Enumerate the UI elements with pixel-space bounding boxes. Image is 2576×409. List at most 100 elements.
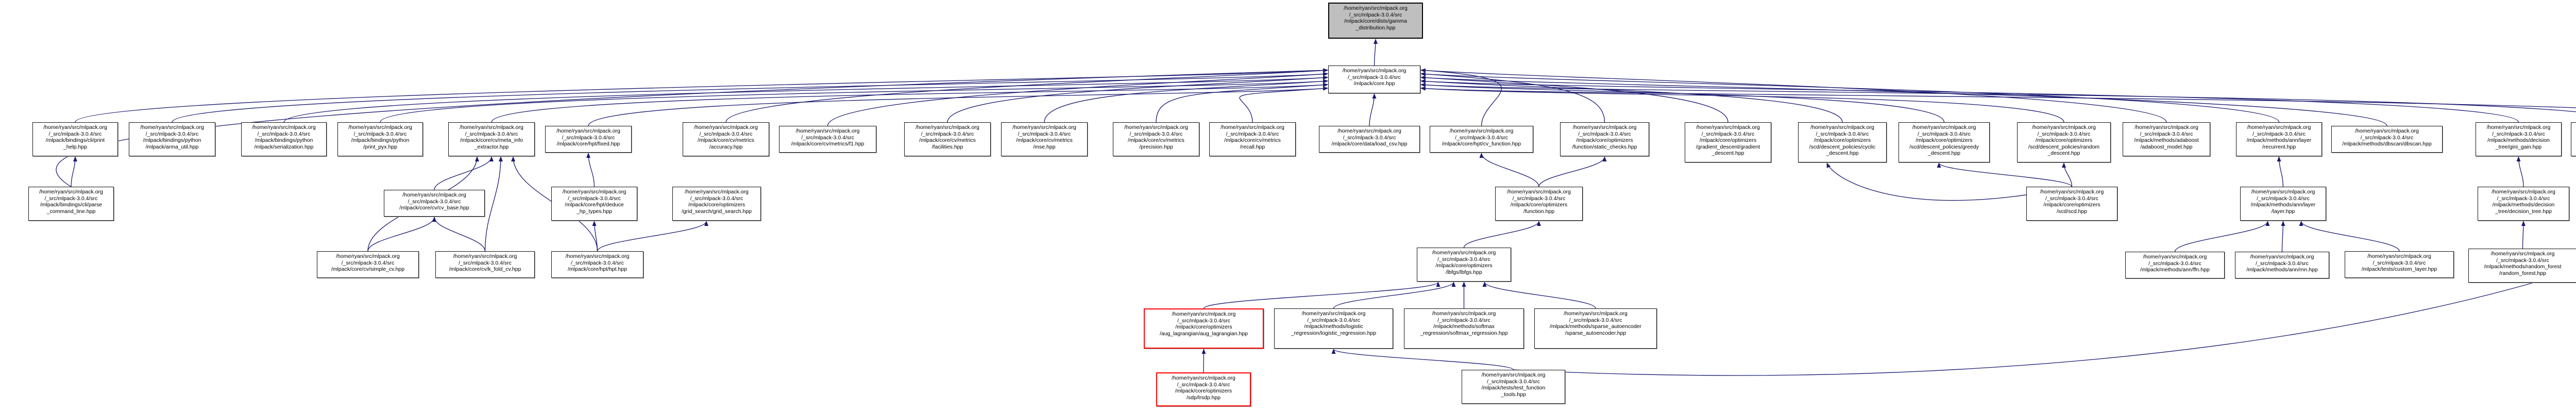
include-edge-f1-to-core [827, 72, 1328, 126]
graph-node-rnn[interactable]: /home/ryan/src/mlpack.org/_src/mlpack-3.… [2235, 252, 2329, 279]
node-label-line: /mlpack/bindings/cli/print [45, 137, 105, 143]
graph-node-mse[interactable]: /home/ryan/src/mlpack.org/_src/mlpack-3.… [1001, 122, 1088, 156]
node-label-line: /home/ryan/src/mlpack.org [795, 128, 860, 134]
graph-node-lrsdp[interactable]: /home/ryan/src/mlpack.org/_src/mlpack-3.… [1156, 372, 1251, 406]
include-edge-arma_util-to-core [172, 72, 1328, 123]
graph-node-meta-info[interactable]: /home/ryan/src/mlpack.org/_src/mlpack-3.… [448, 122, 535, 156]
include-edge-accuracy-to-core [725, 68, 1328, 123]
node-label-line: /mlpack/core/optimizers [2035, 137, 2093, 143]
include-edge-aug_lagrangian-to-lbfgs [1203, 282, 1440, 309]
graph-node-ffn[interactable]: /home/ryan/src/mlpack.org/_src/mlpack-3.… [2125, 252, 2225, 279]
node-label-line: /home/ryan/src/mlpack.org [1337, 128, 1401, 134]
node-label-line: /mlpack/tests/custom_layer.hpp [2361, 266, 2437, 272]
node-label-line: /home/ryan/src/mlpack.org [2040, 189, 2104, 195]
graph-node-hpt[interactable]: /home/ryan/src/mlpack.org/_src/mlpack-3.… [551, 251, 643, 278]
node-label-line: /_src/mlpack-3.0.4/src [353, 130, 407, 137]
graph-node-cv-function[interactable]: /home/ryan/src/mlpack.org/_src/mlpack-3.… [1430, 126, 1533, 153]
graph-node-cyclic-descent[interactable]: /home/ryan/src/mlpack.org/_src/mlpack-3.… [1798, 122, 1887, 162]
node-label-line: /home/ryan/src/mlpack.org [556, 128, 620, 134]
graph-node-static-checks[interactable]: /home/ryan/src/mlpack.org/_src/mlpack-3.… [1560, 122, 1649, 156]
graph-node-deduce-hp[interactable]: /home/ryan/src/mlpack.org/_src/mlpack-3.… [551, 187, 637, 221]
node-label-line: /_src/mlpack-3.0.4/src [145, 130, 199, 137]
node-label-line: _help.hpp [63, 143, 88, 150]
node-label-line: /_src/mlpack-3.0.4/src [341, 259, 395, 266]
graph-node-dbscan[interactable]: /home/ryan/src/mlpack.org/_src/mlpack-3.… [2331, 126, 2443, 153]
include-edge-py_serialization-to-core [283, 75, 1328, 123]
node-label-line: _regression/softmax_regression.hpp [1420, 330, 1508, 336]
node-label-line: /random_forest.hpp [2499, 270, 2547, 276]
node-label-line: /_src/mlpack-3.0.4/src [2037, 130, 2091, 137]
graph-node-test-function-tools[interactable]: /home/ryan/src/mlpack.org/_src/mlpack-3.… [1462, 370, 1565, 404]
include-edge-dbscan-to-core [1420, 75, 2387, 126]
node-label-line: /_src/mlpack-3.0.4/src [1701, 130, 1755, 137]
node-label-line: /_src/mlpack-3.0.4/src [1578, 130, 1631, 137]
graph-node-decision-tree[interactable]: /home/ryan/src/mlpack.org/_src/mlpack-3.… [2478, 187, 2569, 221]
node-label-line: /home/ryan/src/mlpack.org [685, 189, 749, 195]
graph-node-greedy-descent[interactable]: /home/ryan/src/mlpack.org/_src/mlpack-3.… [1899, 122, 1990, 162]
node-label-line: /lbfgs/lbfgs.hpp [1446, 269, 1482, 275]
node-label-line: /home/ryan/src/mlpack.org [460, 124, 523, 130]
node-label-line: /mlpack/core/optimizers [1510, 202, 1568, 208]
graph-node-adaboost-model[interactable]: /home/ryan/src/mlpack.org/_src/mlpack-3.… [2123, 122, 2210, 156]
node-label-line: /mlpack/tests/test_function [1481, 385, 1546, 391]
node-label-line: /mlpack/core/hpt/cv_function.hpp [1442, 141, 1521, 147]
node-label-line: /home/ryan/src/mlpack.org [140, 124, 204, 130]
node-label-line: /_src/mlpack-3.0.4/src [1348, 74, 1401, 80]
node-label-line: /home/ryan/src/mlpack.org [2247, 124, 2311, 130]
graph-node-cv-base[interactable]: /home/ryan/src/mlpack.org/_src/mlpack-3.… [384, 190, 485, 217]
node-label-line: /accuracy.hpp [709, 143, 743, 150]
node-label-line: /mlpack/core/cv/meta_info [460, 137, 523, 143]
node-label-line: /home/ryan/src/mlpack.org [2355, 128, 2419, 134]
node-label-line: _regression/logistic_regression.hpp [1291, 330, 1377, 336]
node-label-line: _descent.hpp [1927, 150, 1961, 156]
graph-node-simple-cv[interactable]: /home/ryan/src/mlpack.org/_src/mlpack-3.… [317, 251, 419, 278]
node-label-line: /facilities.hpp [931, 143, 963, 150]
graph-node-core[interactable]: /home/ryan/src/mlpack.org/_src/mlpack-3.… [1328, 66, 1420, 93]
node-label-line: _descent.hpp [1711, 150, 1744, 156]
graph-node-py-serialization[interactable]: /home/ryan/src/mlpack.org/_src/mlpack-3.… [241, 122, 327, 156]
graph-node-random-descent[interactable]: /home/ryan/src/mlpack.org/_src/mlpack-3.… [2017, 122, 2111, 162]
graph-node-grid-search[interactable]: /home/ryan/src/mlpack.org/_src/mlpack-3.… [672, 187, 761, 221]
node-label-line: /_src/mlpack-3.0.4/src [921, 130, 974, 137]
include-edge-function-to-static_checks [1538, 156, 1607, 187]
node-label-line: /mlpack/core/data/load_csv.hpp [1331, 141, 1408, 147]
graph-node-random-forest[interactable]: /home/ryan/src/mlpack.org/_src/mlpack-3.… [2468, 249, 2576, 283]
node-label-line: /_src/mlpack-3.0.4/src [459, 259, 512, 266]
node-label-line: /_src/mlpack-3.0.4/src [2573, 131, 2576, 138]
node-label-line: /home/ryan/src/mlpack.org [348, 124, 412, 130]
graph-node-load-csv[interactable]: /home/ryan/src/mlpack.org/_src/mlpack-3.… [1319, 126, 1420, 153]
graph-node-aug-lagrangian[interactable]: /home/ryan/src/mlpack.org/_src/mlpack-3.… [1144, 308, 1264, 349]
graph-node-custom-layer[interactable]: /home/ryan/src/mlpack.org/_src/mlpack-3.… [2345, 251, 2454, 278]
graph-node-parse-cmd[interactable]: /home/ryan/src/mlpack.org/_src/mlpack-3.… [28, 187, 114, 221]
graph-node-print-pyx[interactable]: /home/ryan/src/mlpack.org/_src/mlpack-3.… [337, 122, 423, 156]
graph-node-gradient-descent[interactable]: /home/ryan/src/mlpack.org/_src/mlpack-3.… [1685, 122, 1771, 162]
graph-node-logistic-regression[interactable]: /home/ryan/src/mlpack.org/_src/mlpack-3.… [1274, 308, 1393, 349]
node-label-line: /_src/mlpack-3.0.4/src [2372, 259, 2426, 266]
graph-node-print-help[interactable]: /home/ryan/src/mlpack.org/_src/mlpack-3.… [32, 122, 118, 156]
graph-node-recall[interactable]: /home/ryan/src/mlpack.org/_src/mlpack-3.… [1209, 122, 1296, 156]
graph-node-function[interactable]: /home/ryan/src/mlpack.org/_src/mlpack-3.… [1495, 187, 1583, 221]
graph-node-fixed[interactable]: /home/ryan/src/mlpack.org/_src/mlpack-3.… [545, 126, 632, 153]
graph-node-sparse-autoencoder[interactable]: /home/ryan/src/mlpack.org/_src/mlpack-3.… [1534, 308, 1657, 349]
graph-node-softmax-regression[interactable]: /home/ryan/src/mlpack.org/_src/mlpack-3.… [1404, 308, 1524, 349]
node-label-line: /mlpack/core/hpt/fixed.hpp [556, 141, 620, 147]
graph-node-facilities[interactable]: /home/ryan/src/mlpack.org/_src/mlpack-3.… [904, 122, 991, 156]
graph-node-scd[interactable]: /home/ryan/src/mlpack.org/_src/mlpack-3.… [2026, 187, 2117, 221]
graph-node-accuracy[interactable]: /home/ryan/src/mlpack.org/_src/mlpack-3.… [683, 122, 769, 156]
graph-node-f1[interactable]: /home/ryan/src/mlpack.org/_src/mlpack-3.… [779, 126, 876, 153]
graph-node-k-fold-cv[interactable]: /home/ryan/src/mlpack.org/_src/mlpack-3.… [435, 251, 535, 278]
graph-node-precision[interactable]: /home/ryan/src/mlpack.org/_src/mlpack-3.… [1113, 122, 1199, 156]
graph-node-root[interactable]: /home/ryan/src/mlpack.org/_src/mlpack-3.… [1328, 3, 1423, 39]
graph-node-layer[interactable]: /home/ryan/src/mlpack.org/_src/mlpack-3.… [2240, 187, 2326, 221]
graph-node-gini-gain[interactable]: /home/ryan/src/mlpack.org/_src/mlpack-3.… [2476, 122, 2562, 156]
graph-node-recurrent[interactable]: /home/ryan/src/mlpack.org/_src/mlpack-3.… [2236, 122, 2322, 156]
node-label-line: /_src/mlpack-3.0.4/src [690, 195, 743, 202]
graph-node-arma-util[interactable]: /home/ryan/src/mlpack.org/_src/mlpack-3.… [129, 122, 215, 156]
include-edge-logistic_regression-to-lbfgs [1333, 282, 1456, 309]
graph-node-lbfgs[interactable]: /home/ryan/src/mlpack.org/_src/mlpack-3.… [1417, 248, 1511, 282]
graph-node-acrobat[interactable]: /home/ryan/src/mlpack.org/_src/mlpack-3.… [2571, 122, 2576, 156]
node-label-line: /_src/mlpack-3.0.4/src [699, 130, 753, 137]
node-label-line: /_src/mlpack-3.0.4/src [1177, 381, 1230, 388]
node-label-line: /mlpack/core/optimizers [1175, 388, 1232, 394]
